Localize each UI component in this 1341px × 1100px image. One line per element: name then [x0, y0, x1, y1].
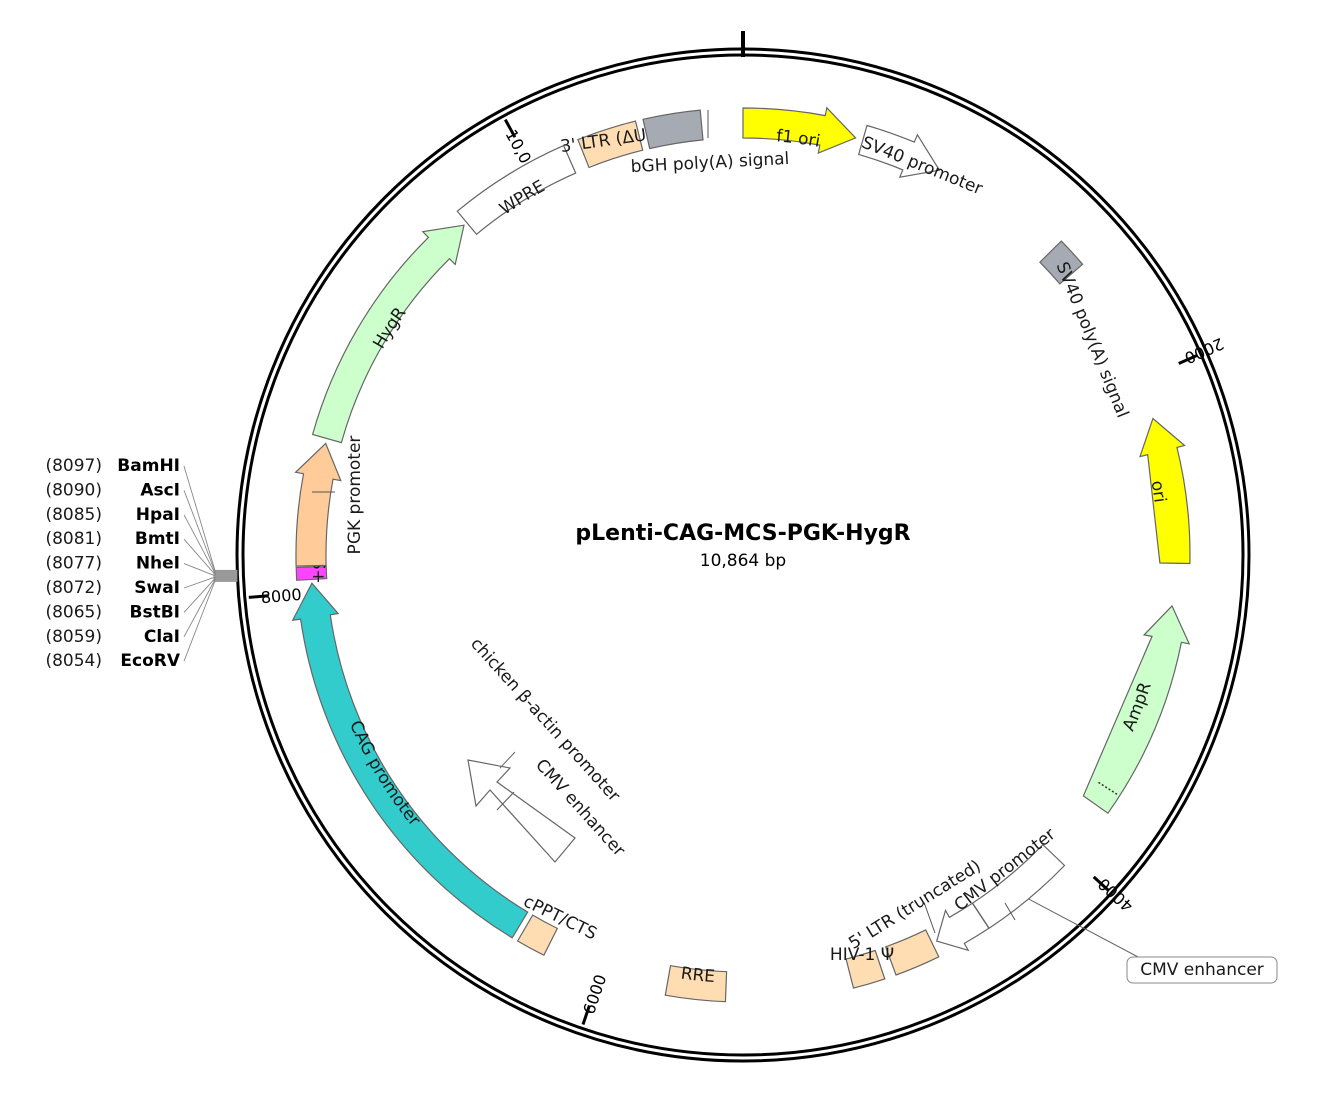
hygr-shape — [311, 224, 465, 444]
site-ecorv: (8054) EcoRV — [45, 579, 216, 671]
ampr: AmpR — [1082, 604, 1191, 815]
sv40-polya-label: SV40 poly(A) signal — [1052, 259, 1133, 420]
site-leader — [183, 538, 216, 576]
site-hpai: (8085) HpaI — [45, 505, 216, 575]
site-name: NheI — [136, 554, 180, 574]
site-leader — [183, 514, 216, 575]
mcs-shape — [295, 565, 328, 581]
site-position: (8081) — [45, 529, 102, 549]
rre: RRE — [664, 964, 728, 1003]
inner-arrow-shape — [467, 759, 576, 863]
ori-shape — [1139, 417, 1191, 565]
cmv-enhancer-1: CMV enhancer — [971, 843, 1278, 984]
site-name: ClaI — [144, 627, 180, 647]
site-asci: (8090) AscI — [45, 480, 216, 574]
site-position: (8077) — [45, 554, 102, 574]
site-position: (8059) — [45, 627, 102, 647]
5ltr-leader — [924, 904, 936, 934]
site-position: (8072) — [45, 578, 102, 598]
site-leader — [183, 579, 216, 662]
site-leader — [183, 490, 216, 574]
site-name: SwaI — [134, 578, 180, 598]
5ltr-shape — [884, 929, 940, 976]
cmv-enhancer-1-label: CMV enhancer — [1140, 960, 1264, 980]
hiv-psi: HIV-1 Ψ — [830, 945, 894, 989]
sv40-promoter-shape — [857, 124, 941, 178]
site-leader — [183, 465, 216, 573]
rre-label: RRE — [680, 964, 716, 988]
cppt-shape — [516, 914, 559, 957]
site-leader — [183, 563, 216, 577]
site-bstbi: (8065) BstBI — [45, 577, 216, 622]
cmv-enhancer-callout — [1126, 956, 1278, 984]
cag-promoter-shape — [291, 582, 529, 939]
site-cluster-mark — [213, 569, 238, 582]
site-leader — [183, 576, 216, 589]
site-position: (8097) — [45, 456, 102, 476]
pgk-promoter-shape — [294, 442, 342, 567]
wpre-shape — [456, 144, 577, 236]
ori-label: ori — [1147, 479, 1170, 504]
tick-mark — [581, 1005, 591, 1025]
site-leader — [183, 577, 216, 613]
cag-promoter: CAG promoter — [291, 582, 529, 939]
sv40-promoter: SV40 promoter — [857, 124, 985, 199]
restriction-site-layer: (8097) BamHI (8090) AscI (8085) HpaI (8081) Bmt… — [45, 456, 238, 671]
site-nhei: (8077) NheI — [45, 554, 216, 577]
f1-ori: f1 ori — [742, 106, 857, 154]
cppt: cPPT/CTS — [516, 892, 600, 957]
inner-arrow-divider — [496, 791, 515, 811]
3ltr-shape — [577, 120, 644, 169]
tick-mark — [248, 594, 269, 599]
site-position: (8090) — [45, 480, 102, 500]
site-leader — [183, 578, 216, 638]
site-bamhi: (8097) BamHI — [45, 456, 216, 573]
ampr-shape — [1082, 604, 1191, 815]
center-title: pLenti-CAG-MCS-PGK-HygR 10,864 bp — [575, 521, 910, 571]
site-name: EcoRV — [120, 651, 180, 671]
bgh-polya-shape — [642, 109, 704, 150]
sv40-polya: SV40 poly(A) signal — [1039, 240, 1133, 421]
site-bmti: (8081) BmtI — [45, 529, 216, 576]
site-name: HpaI — [136, 505, 180, 525]
cmv-promoter-1-leader — [1004, 902, 1016, 921]
site-name: BamHI — [117, 456, 180, 476]
cmv-enhancer-leader — [1028, 898, 1141, 959]
rre-shape — [664, 965, 728, 1003]
bgh-polya-label: bGH poly(A) signal — [630, 149, 790, 177]
backbone-circle — [235, 31, 1251, 1063]
tick-mark — [1092, 875, 1110, 892]
f1-ori-shape — [742, 106, 857, 154]
site-name: BstBI — [130, 602, 181, 622]
pgk-promoter-label: PGK promoter — [345, 436, 365, 555]
site-position: (8054) — [45, 651, 102, 671]
cmv-promoter-1-shape — [935, 902, 990, 952]
site-swai: (8072) SwaI — [45, 576, 216, 598]
plasmid-size: 10,864 bp — [700, 551, 786, 571]
site-name: AscI — [140, 480, 180, 500]
ori: ori — [1139, 417, 1191, 565]
site-position: (8065) — [45, 602, 102, 622]
tick-mark — [1178, 354, 1198, 365]
hiv-psi-shape — [845, 949, 886, 989]
tick-mark — [503, 118, 517, 138]
site-name: BmtI — [135, 529, 180, 549]
site-clai: (8059) ClaI — [45, 578, 216, 647]
plasmid-name: pLenti-CAG-MCS-PGK-HygR — [575, 521, 910, 546]
hiv-psi-label: HIV-1 Ψ — [830, 945, 894, 965]
inner-leader — [499, 751, 516, 769]
site-position: (8085) — [45, 505, 102, 525]
tick-label: 8000 — [260, 585, 302, 607]
tick-label: 6000 — [579, 972, 610, 1017]
pgk-promoter: PGK promoter — [294, 436, 365, 567]
sv40-polya-shape — [1039, 240, 1084, 285]
